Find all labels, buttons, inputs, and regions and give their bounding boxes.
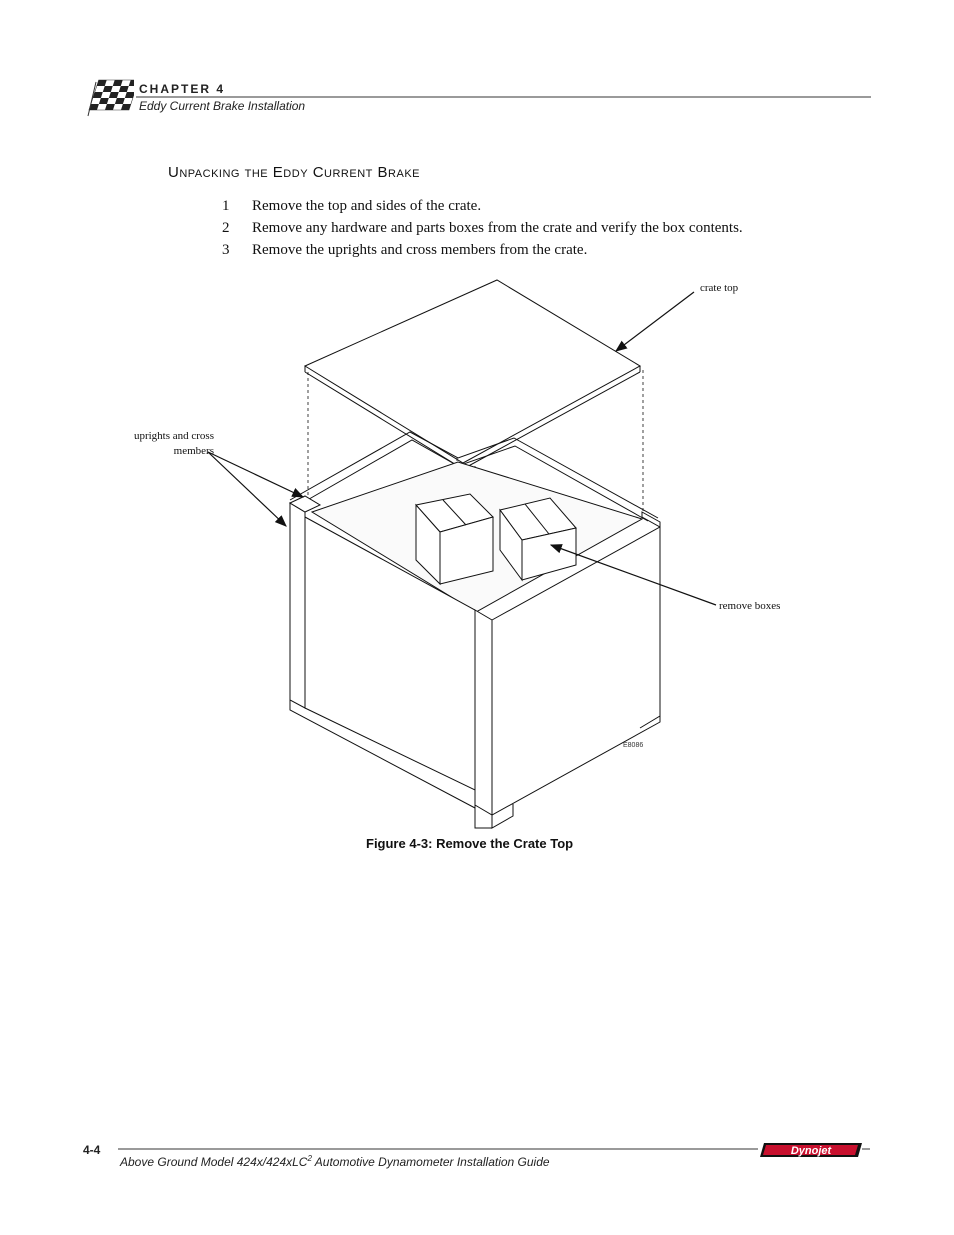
footer-rule-end <box>862 1148 870 1150</box>
step-item: 1 Remove the top and sides of the crate. <box>222 196 743 218</box>
figure-caption: Figure 4-3: Remove the Crate Top <box>366 836 574 851</box>
crate-top-panel <box>303 279 642 464</box>
step-number: 2 <box>222 220 230 236</box>
callout-uprights: uprights and cross members <box>108 429 214 459</box>
section-title: Unpacking the Eddy Current Brake <box>168 164 420 181</box>
callout-remove-boxes: remove boxes <box>719 600 781 612</box>
step-text: Remove the top and sides of the crate. <box>252 198 482 214</box>
footer-guide-title: Above Ground Model 424x/424xLC2 Automoti… <box>120 1154 550 1169</box>
checkered-flag-icon <box>87 79 134 117</box>
step-text: Remove any hardware and parts boxes from… <box>252 220 743 236</box>
guide-title-rest: Automotive Dynamometer Installation Guid… <box>311 1155 550 1169</box>
page-number: 4-4 <box>83 1143 101 1157</box>
header-rule <box>136 96 871 98</box>
crate-figure <box>80 270 880 840</box>
step-item: 2 Remove any hardware and parts boxes fro… <box>222 218 743 240</box>
chapter-subtitle: Eddy Current Brake Installation <box>139 99 306 113</box>
step-number: 3 <box>222 242 230 258</box>
step-text: Remove the uprights and cross members fr… <box>252 242 588 258</box>
figure-code: E8086 <box>623 742 644 749</box>
crate-illustration <box>207 279 717 829</box>
guide-title-superscript: 2 <box>307 1154 312 1163</box>
chapter-label: CHAPTER 4 <box>139 82 226 96</box>
callout-uprights-line1: uprights and cross <box>133 430 214 442</box>
step-item: 3 Remove the uprights and cross members f… <box>222 240 743 262</box>
footer-rule <box>118 1148 758 1150</box>
step-number: 1 <box>222 198 230 214</box>
callout-crate-top: crate top <box>700 282 739 294</box>
dynojet-logo: Dynojet <box>760 1143 862 1157</box>
callout-uprights-line2: members <box>173 445 214 457</box>
guide-title-main: Above Ground Model 424x/424xLC <box>120 1155 308 1169</box>
logo-text: Dynojet <box>791 1145 833 1157</box>
